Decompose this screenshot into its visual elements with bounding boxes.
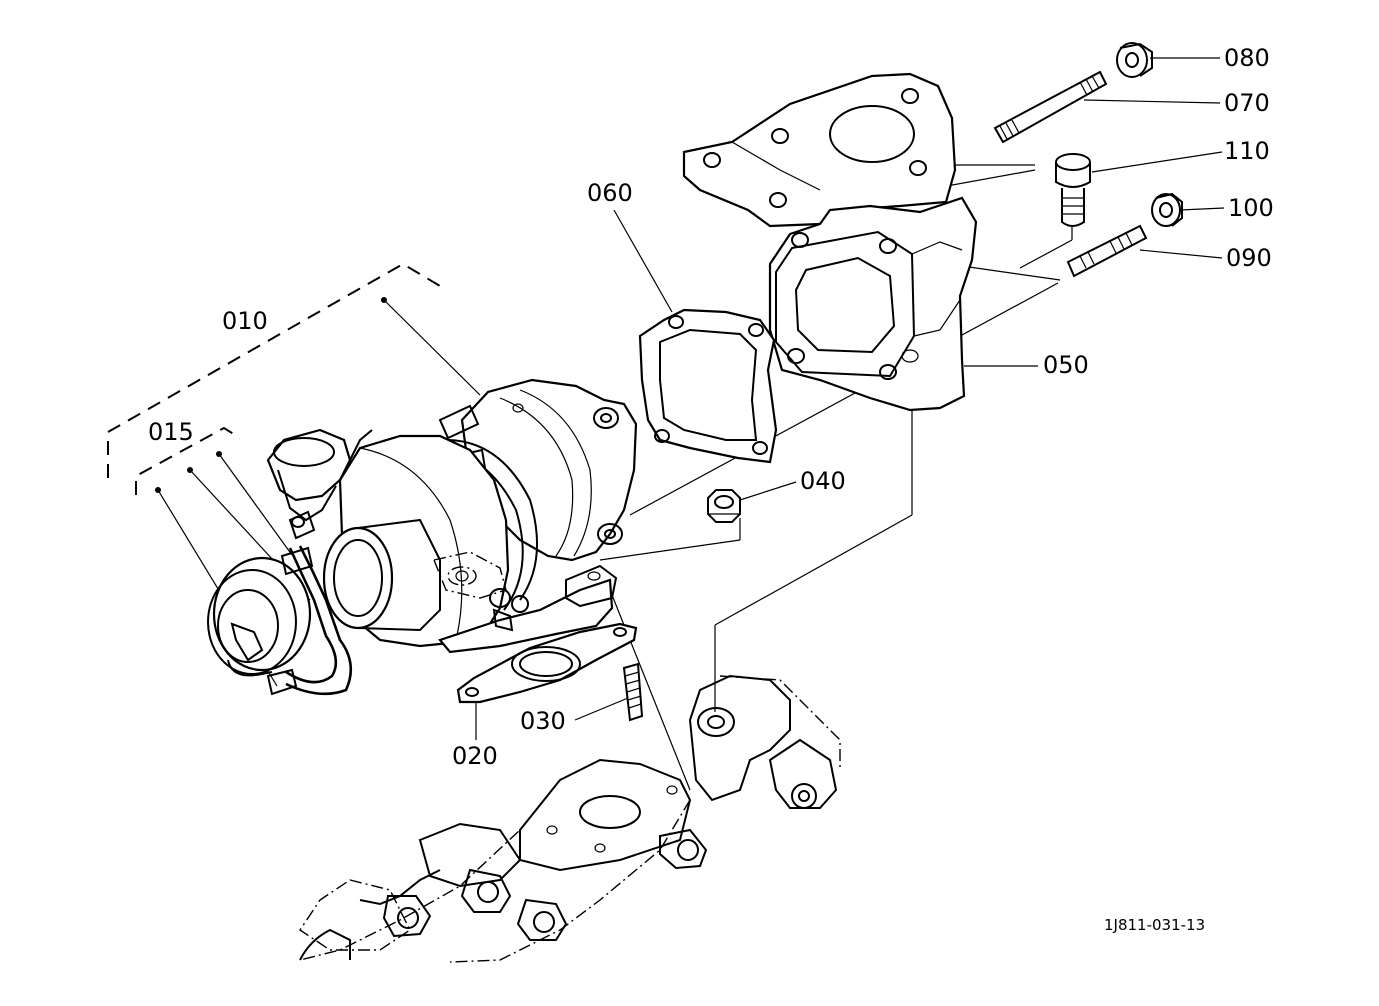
label-100: 100 bbox=[1228, 194, 1274, 222]
part-110-plug bbox=[1055, 153, 1091, 227]
exhaust-manifold-phantom bbox=[299, 674, 841, 963]
label-020: 020 bbox=[452, 742, 498, 770]
part-090-stud bbox=[1066, 224, 1148, 278]
part-050-elbow bbox=[682, 72, 978, 412]
label-015: 015 bbox=[148, 418, 194, 446]
label-040: 040 bbox=[800, 467, 846, 495]
label-010: 010 bbox=[222, 307, 268, 335]
label-050: 050 bbox=[1043, 351, 1089, 379]
label-110: 110 bbox=[1224, 137, 1270, 165]
label-070: 070 bbox=[1224, 89, 1270, 117]
drawing-code: 1J811-031-13 bbox=[1104, 916, 1206, 934]
part-040-nut bbox=[707, 489, 741, 523]
part-060-gasket bbox=[638, 308, 778, 464]
label-060: 060 bbox=[587, 179, 633, 207]
part-015-actuator bbox=[207, 510, 353, 696]
group-bracket-015 bbox=[135, 426, 241, 495]
part-030-stud bbox=[622, 662, 644, 722]
label-030: 030 bbox=[520, 707, 566, 735]
part-020-gasket bbox=[456, 622, 638, 704]
label-080: 080 bbox=[1224, 44, 1270, 72]
part-100-nut bbox=[1151, 192, 1183, 227]
label-090: 090 bbox=[1226, 244, 1272, 272]
group-bracket-010 bbox=[107, 262, 441, 478]
part-010-turbocharger bbox=[266, 378, 638, 654]
part-070-stud bbox=[993, 70, 1108, 144]
part-080-nut bbox=[1116, 42, 1153, 78]
